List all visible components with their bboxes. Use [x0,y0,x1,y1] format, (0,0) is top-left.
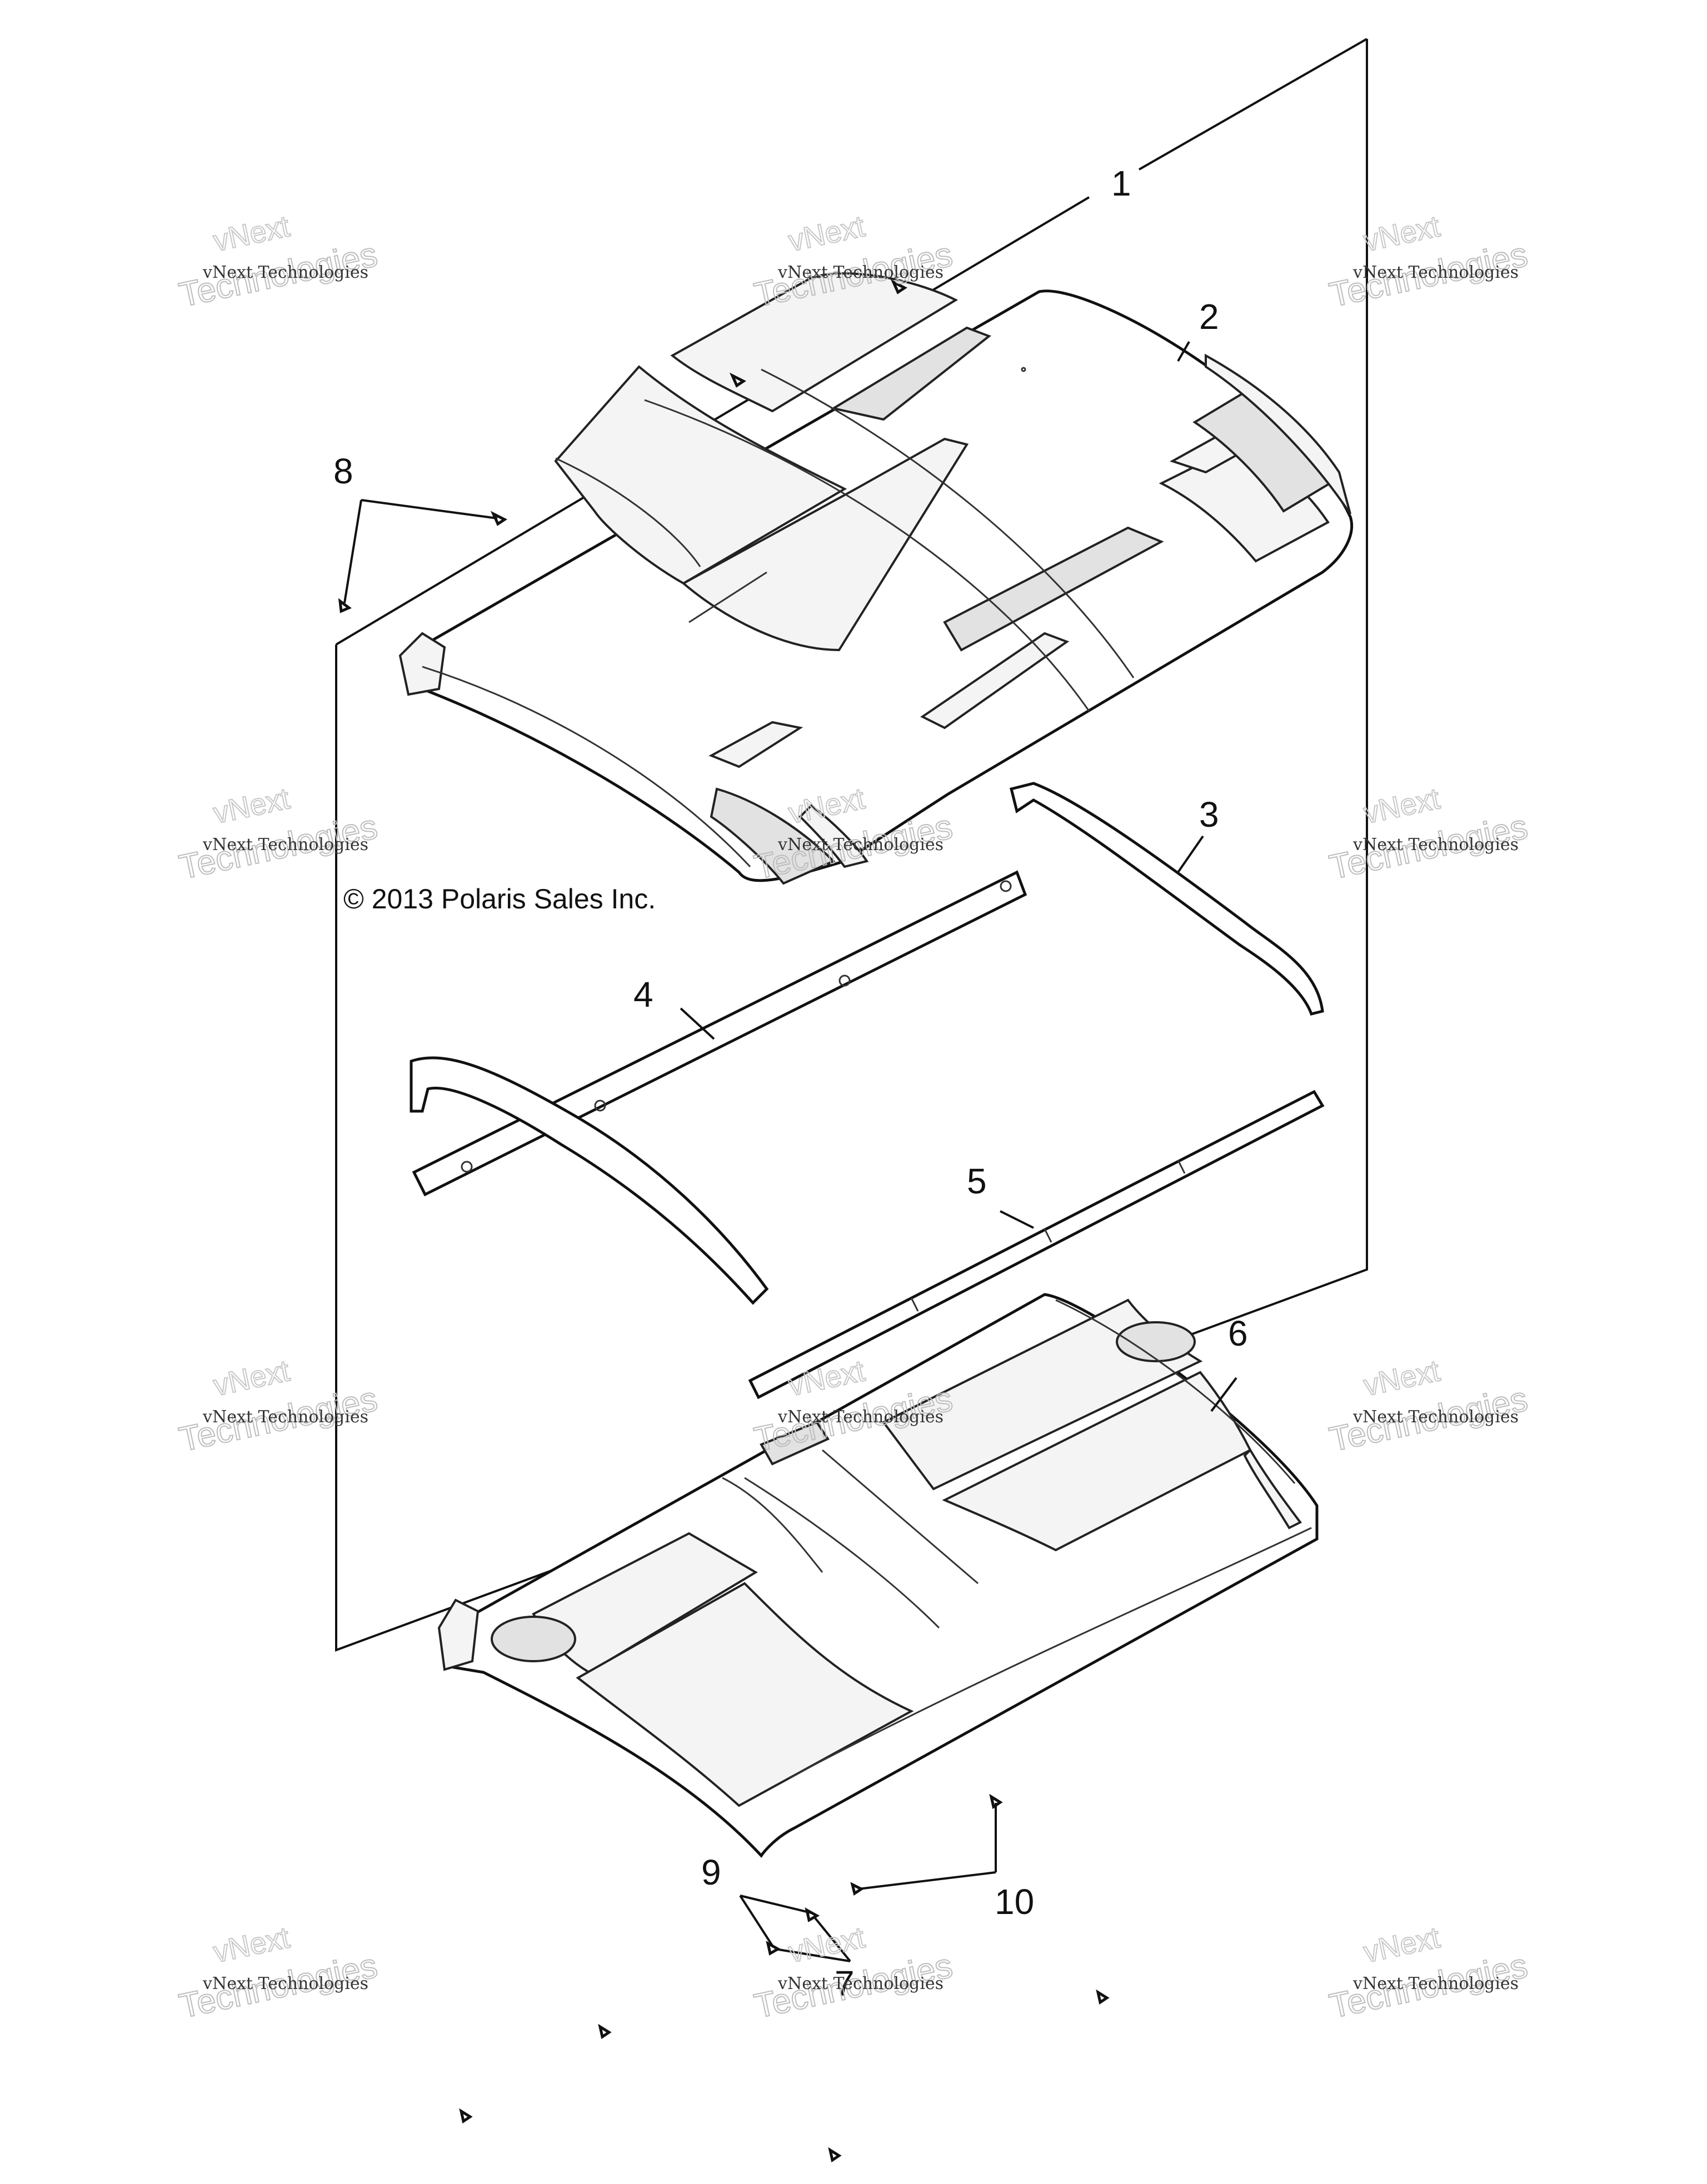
svg-text:vNext: vNext [786,209,868,258]
watermark: vNext Technologies vNext Technologies [751,1920,956,2026]
svg-text:vNext: vNext [1361,1354,1443,1402]
front-frame-tube-part [410,870,1027,1305]
svg-text:vNext Technologies: vNext Technologies [202,835,368,854]
svg-text:vNext Technologies: vNext Technologies [1352,1407,1519,1427]
svg-text:vNext Technologies: vNext Technologies [777,263,944,282]
svg-text:vNext: vNext [786,1921,868,1969]
svg-text:vNext: vNext [1361,782,1443,830]
callout-5: 5 [967,1161,987,1201]
svg-text:vNext: vNext [211,1921,293,1969]
callout-3: 3 [1199,794,1219,834]
fastener-loose-4 [828,2147,842,2163]
svg-text:vNext Technologies: vNext Technologies [202,1974,368,1993]
svg-text:vNext Technologies: vNext Technologies [1352,835,1519,854]
fastener-loose-2 [598,2023,612,2040]
fastener-10b [850,1882,864,1896]
svg-text:vNext: vNext [211,209,293,258]
watermark: vNext Technologies vNext Technologies [1326,1920,1531,2026]
watermark: vNext Technologies vNext Technologies [1326,781,1531,887]
svg-text:vNext Technologies: vNext Technologies [777,1407,944,1427]
headliner-part [437,1293,1319,1858]
watermark: vNext Technologies vNext Technologies [176,1920,381,2026]
fastener-8b [338,598,352,613]
watermark: vNext Technologies vNext Technologies [176,781,381,887]
callout-7: 7 [835,1963,855,2003]
fastener-top-2 [729,372,746,388]
callout-1: 1 [1111,163,1131,203]
callouts: 1 2 3 4 5 6 7 8 9 10 [333,163,1248,2003]
fastener-loose-1 [1096,1989,1110,2005]
svg-text:vNext Technologies: vNext Technologies [777,835,944,854]
callout-9: 9 [701,1852,721,1892]
svg-text:vNext: vNext [211,1354,293,1402]
svg-text:vNext: vNext [1361,209,1443,258]
svg-text:vNext Technologies: vNext Technologies [1352,1974,1519,1993]
fastener-7 [766,1941,781,1956]
fastener-parts [338,279,1110,2163]
svg-text:vNext Technologies: vNext Technologies [1352,263,1519,282]
svg-text:vNext: vNext [211,782,293,830]
seal-strip-part [748,1089,1325,1400]
rear-trim-bar-part [1009,782,1324,1016]
callout-4: 4 [633,974,653,1014]
callout-2: 2 [1199,297,1219,337]
svg-text:vNext Technologies: vNext Technologies [202,263,368,282]
leader-lines [343,341,1237,1962]
fastener-loose-3 [459,2108,473,2124]
watermark: vNext Technologies vNext Technologies [176,1353,381,1460]
copyright-notice: © 2013 Polaris Sales Inc. [343,883,656,914]
callout-8: 8 [333,451,353,491]
svg-text:vNext: vNext [1361,1921,1443,1969]
callout-10: 10 [995,1882,1034,1922]
roof-top-part [398,272,1354,885]
watermark: vNext Technologies vNext Technologies [1326,1353,1531,1460]
svg-text:vNext Technologies: vNext Technologies [777,1974,944,1993]
watermark: vNext Technologies vNext Technologies [176,209,381,315]
svg-text:vNext Technologies: vNext Technologies [202,1407,368,1427]
watermark: vNext Technologies vNext Technologies [1326,209,1531,315]
fastener-top-1 [890,279,907,294]
callout-6: 6 [1228,1313,1248,1353]
